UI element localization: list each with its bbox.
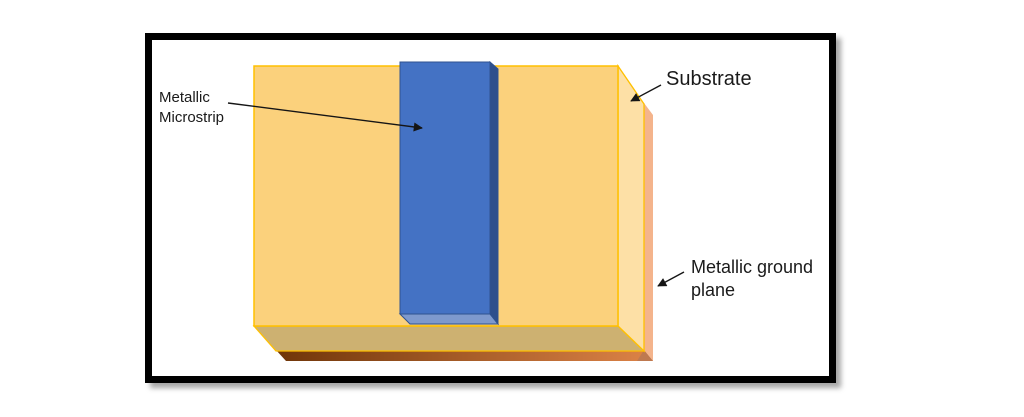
ground-plane-bottom-edge [276, 350, 653, 361]
microstrip-front-face [399, 61, 491, 315]
substrate-arrow [630, 84, 662, 102]
microstrip-label: Metallic Microstrip [159, 89, 225, 126]
ground-plane-arrow [657, 271, 685, 287]
ground-plane-label: Metallic ground plane [691, 257, 814, 300]
substrate-side-face [617, 63, 645, 353]
substrate-bottom-face [252, 325, 646, 352]
ground-plane-corner [637, 350, 653, 361]
microstrip-side-face [489, 60, 499, 326]
microstrip-arrow [227, 102, 423, 132]
ground-plane-right-edge [644, 103, 653, 361]
microstrip-bottom-face [398, 313, 500, 325]
substrate-label: Substrate [666, 68, 752, 90]
